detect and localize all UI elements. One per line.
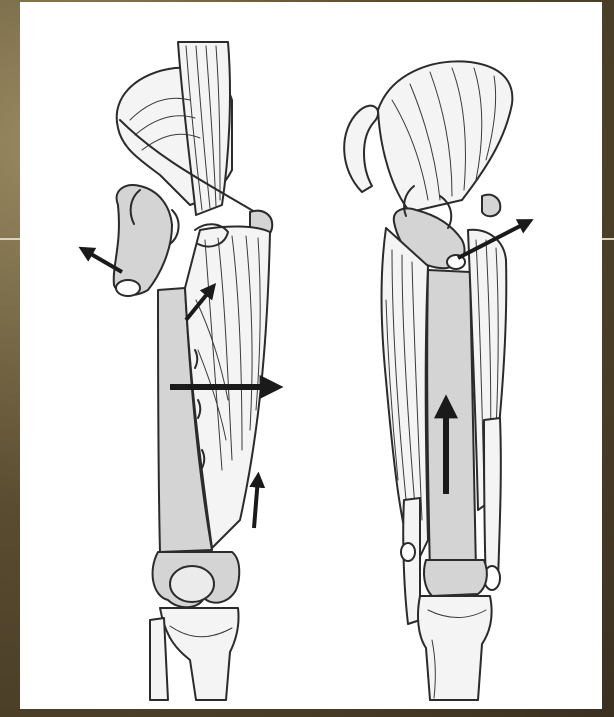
- right-femoral-condyles: [424, 560, 487, 596]
- right-ilium-hook: [344, 106, 378, 192]
- left-thigh: [84, 42, 274, 700]
- left-trochanter: [114, 185, 172, 295]
- right-pelvis: [378, 61, 512, 212]
- right-thigh: [344, 61, 528, 700]
- right-femur: [427, 270, 476, 574]
- right-process: [482, 195, 500, 217]
- left-femoral-head: [116, 280, 140, 296]
- left-tibia: [160, 608, 239, 700]
- left-fibula: [150, 618, 168, 700]
- right-tendon-strip: [484, 418, 501, 584]
- left-patella: [170, 566, 214, 602]
- right-lateral-tendon-knob: [401, 543, 415, 561]
- right-tibia: [418, 596, 492, 700]
- lower-proximal-arrow: [254, 478, 258, 528]
